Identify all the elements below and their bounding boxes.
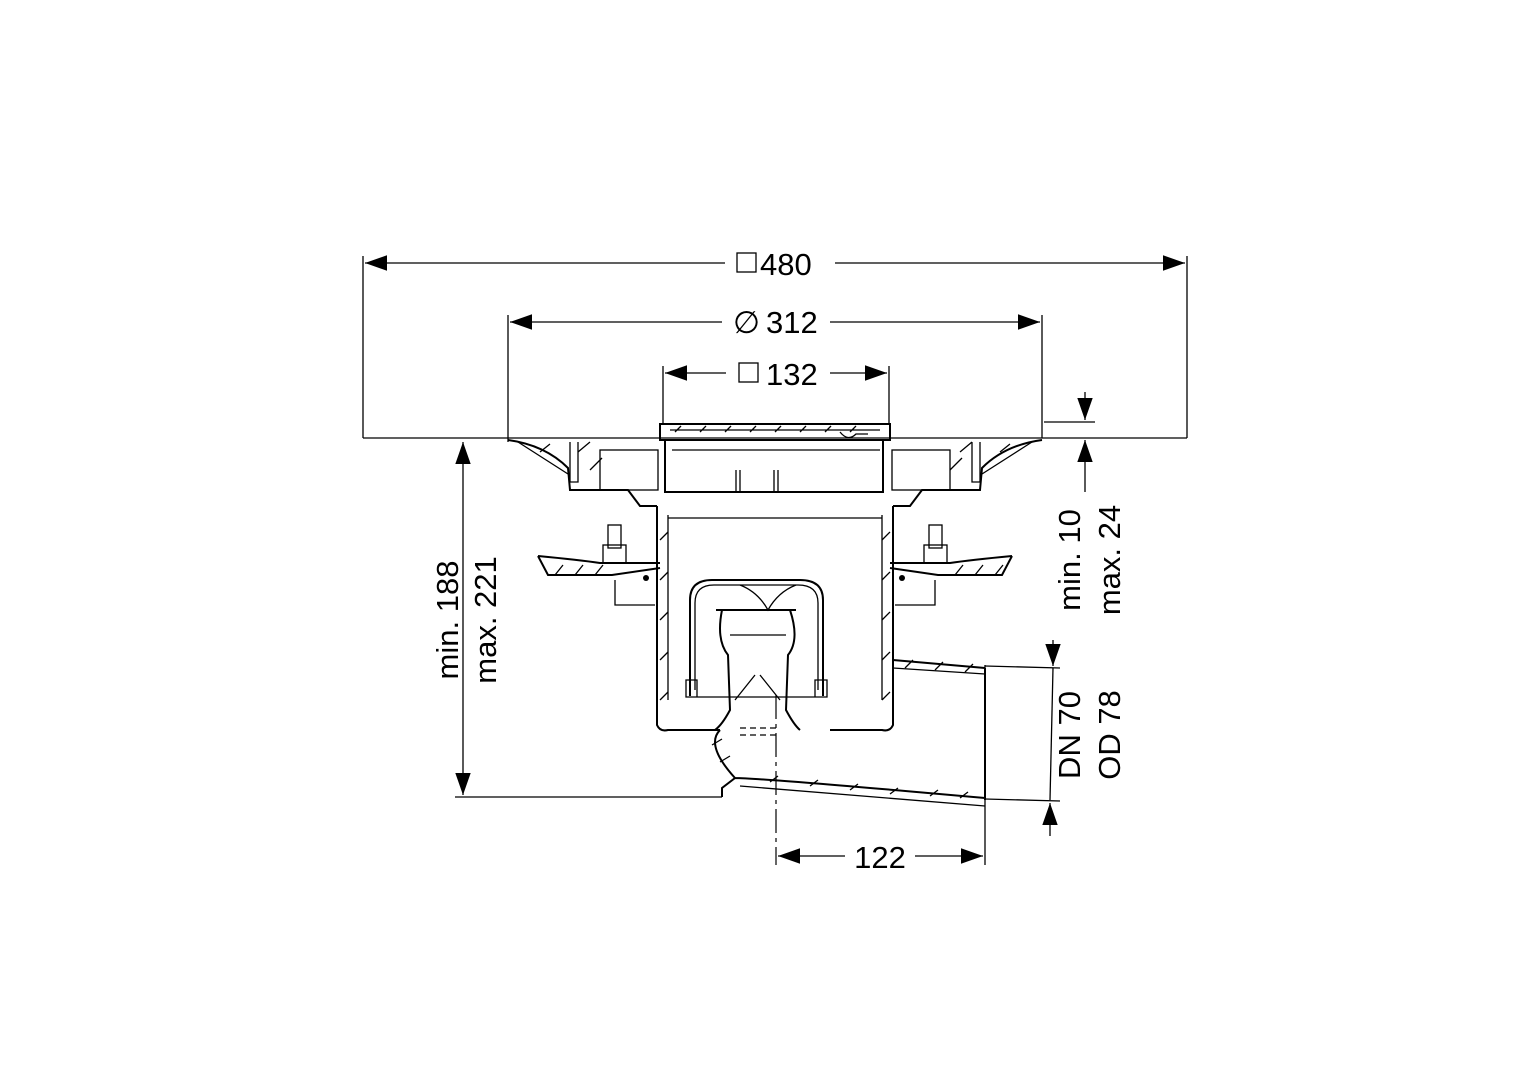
square-symbol-icon	[738, 362, 759, 383]
outlet-dn-label: DN 70	[1052, 691, 1087, 779]
outlet-od-label: OD 78	[1092, 690, 1127, 780]
square-symbol-icon	[736, 252, 757, 273]
height-max-label: max. 221	[468, 556, 503, 684]
top-adjust-min-label: min. 10	[1052, 509, 1087, 611]
dimension-480: 480	[362, 247, 1188, 438]
dimension-top-adjust: min. 10 max. 24	[1044, 392, 1127, 615]
height-min-label: min. 188	[430, 561, 465, 680]
dimension-132-label: 132	[766, 357, 818, 392]
dimension-height: min. 188 max. 221	[430, 442, 722, 798]
dimension-122-label: 122	[854, 840, 906, 875]
dimension-132: 132	[662, 357, 890, 425]
top-adjust-max-label: max. 24	[1092, 505, 1127, 615]
diameter-symbol-icon: ∅	[733, 305, 760, 340]
dimension-312-label: 312	[766, 305, 818, 340]
dimension-312: ∅ 312	[507, 305, 1043, 442]
dimension-outlet: DN 70 OD 78	[984, 640, 1127, 836]
floor-drain-body	[507, 423, 1043, 807]
dimension-480-label: 480	[760, 247, 812, 282]
